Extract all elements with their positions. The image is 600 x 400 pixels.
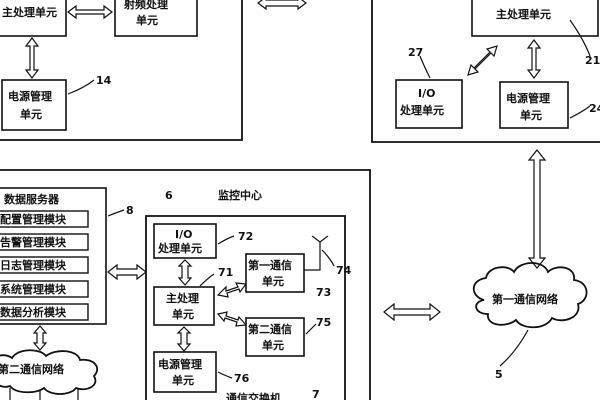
monitor-comm2-leader [305,323,317,335]
top-left-main-unit-box [0,0,67,37]
monitor-network1-arrow [383,302,441,322]
top-right-io-ref: 27 [408,46,423,59]
monitor-io-main-arrow [177,259,193,286]
top-center-double-arrow [257,0,307,11]
monitor-io-unit-line1: I/O [175,228,192,241]
top-right-power-unit-line2: 单元 [520,108,542,122]
module-box [0,303,89,321]
monitor-main-comm2-arrow [216,311,248,327]
monitor-main-unit-line2: 单元 [172,307,194,321]
top-right-main-leader [569,19,591,57]
monitor-main-comm1-arrow [216,282,248,298]
network2-label: 第二通信网络 [0,362,64,376]
network1-leader [499,329,529,367]
monitor-center-frame [145,215,346,400]
module-alarm: 告警管理模块 [0,235,67,249]
top-right-io-leader [419,55,431,79]
monitor-comm2-line1: 第二通信 [248,322,292,336]
module-config: 配置管理模块 [0,212,67,226]
top-left-main-unit-label: 主处理单元 [2,5,57,19]
data-server-modules: 配置管理模块 告警管理模块 日志管理模块 系统管理模块 数据分析模块 [0,210,89,321]
module-box [0,210,89,228]
monitor-io-leader [217,235,235,245]
top-left-rf-unit-line1: 射频处理 [123,0,168,11]
top-right-main-unit-label: 主处理单元 [496,7,551,21]
network1-vertical-arrow [527,149,547,269]
monitor-comm1-ref: 73 [316,286,331,299]
top-left-frame [0,0,243,141]
antenna-icon [304,235,329,271]
module-box [0,280,89,298]
monitor-io-ref: 72 [238,230,253,243]
monitor-power-unit-box [153,351,217,393]
top-right-power-ref: 24 [589,102,600,115]
top-right-io-unit-line1: I/O [418,87,435,100]
monitor-power-ref: 76 [234,372,250,385]
network1-cloud [472,262,588,329]
monitor-comm1-line2: 单元 [262,274,284,288]
antenna-ref: 74 [336,264,352,277]
module-box [0,233,89,251]
top-left-power-leader [67,79,95,95]
module-box [0,256,89,274]
top-right-main-ref: 21 [585,54,600,67]
top-left-power-unit-line2: 单元 [20,107,42,121]
data-server-title: 数据服务器 [4,192,60,206]
data-server-leader [107,209,125,217]
top-left-main-rf-arrow [67,4,113,20]
switch-ref: 7 [312,388,320,400]
top-left-rf-unit-line2: 单元 [136,13,158,27]
top-right-power-leader [569,105,591,119]
top-right-power-unit-box [499,81,569,129]
monitor-comm1-box [245,253,305,293]
network2-cloud [0,349,99,395]
top-right-frame [371,0,600,143]
monitor-io-unit-box [153,223,217,259]
module-analysis: 数据分析模块 [0,305,67,319]
top-left-main-power-arrow [24,37,40,79]
monitor-center-ref: 6 [165,189,173,202]
module-system: 系统管理模块 [0,282,67,296]
monitor-center-title: 监控中心 [218,188,262,202]
network2-down-arrows [9,388,79,400]
top-right-main-io-arrow [467,45,498,76]
data-server-ref: 8 [126,204,134,217]
network1-label: 第一通信网络 [492,292,558,306]
monitor-comm1-line1: 第一通信 [248,258,292,272]
top-left-power-ref: 14 [96,74,112,87]
monitor-power-unit-line2: 单元 [172,373,194,387]
monitor-power-unit-line1: 电源管理 [158,357,202,371]
top-right-power-unit-line1: 电源管理 [506,91,550,105]
module-log: 日志管理模块 [0,258,67,272]
server-network2-arrow [32,325,48,351]
monitor-comm2-line2: 单元 [262,338,284,352]
monitor-main-unit-box [153,286,215,326]
top-right-io-unit-box [395,79,463,129]
network1-ref: 5 [495,368,503,381]
monitor-io-unit-line2: 处理单元 [157,241,202,255]
antenna-leader [321,249,335,267]
top-left-power-unit-line1: 电源管理 [8,89,52,103]
top-right-io-unit-line2: 处理单元 [399,103,444,117]
monitor-main-unit-line1: 主处理 [166,291,199,305]
monitor-main-leader [199,273,215,287]
monitor-comm2-ref: 75 [316,316,331,329]
monitor-comm2-box [245,317,305,357]
top-right-main-power-arrow [526,39,542,79]
lower-frame [0,169,371,400]
top-left-power-unit-box [1,79,67,131]
monitor-main-power-arrow [176,326,192,352]
top-left-rf-unit-box [114,0,198,37]
switch-label: 通信交换机 [226,391,281,400]
server-monitor-arrow [107,263,147,281]
monitor-main-ref: 71 [218,266,233,279]
monitor-power-leader [217,371,233,379]
